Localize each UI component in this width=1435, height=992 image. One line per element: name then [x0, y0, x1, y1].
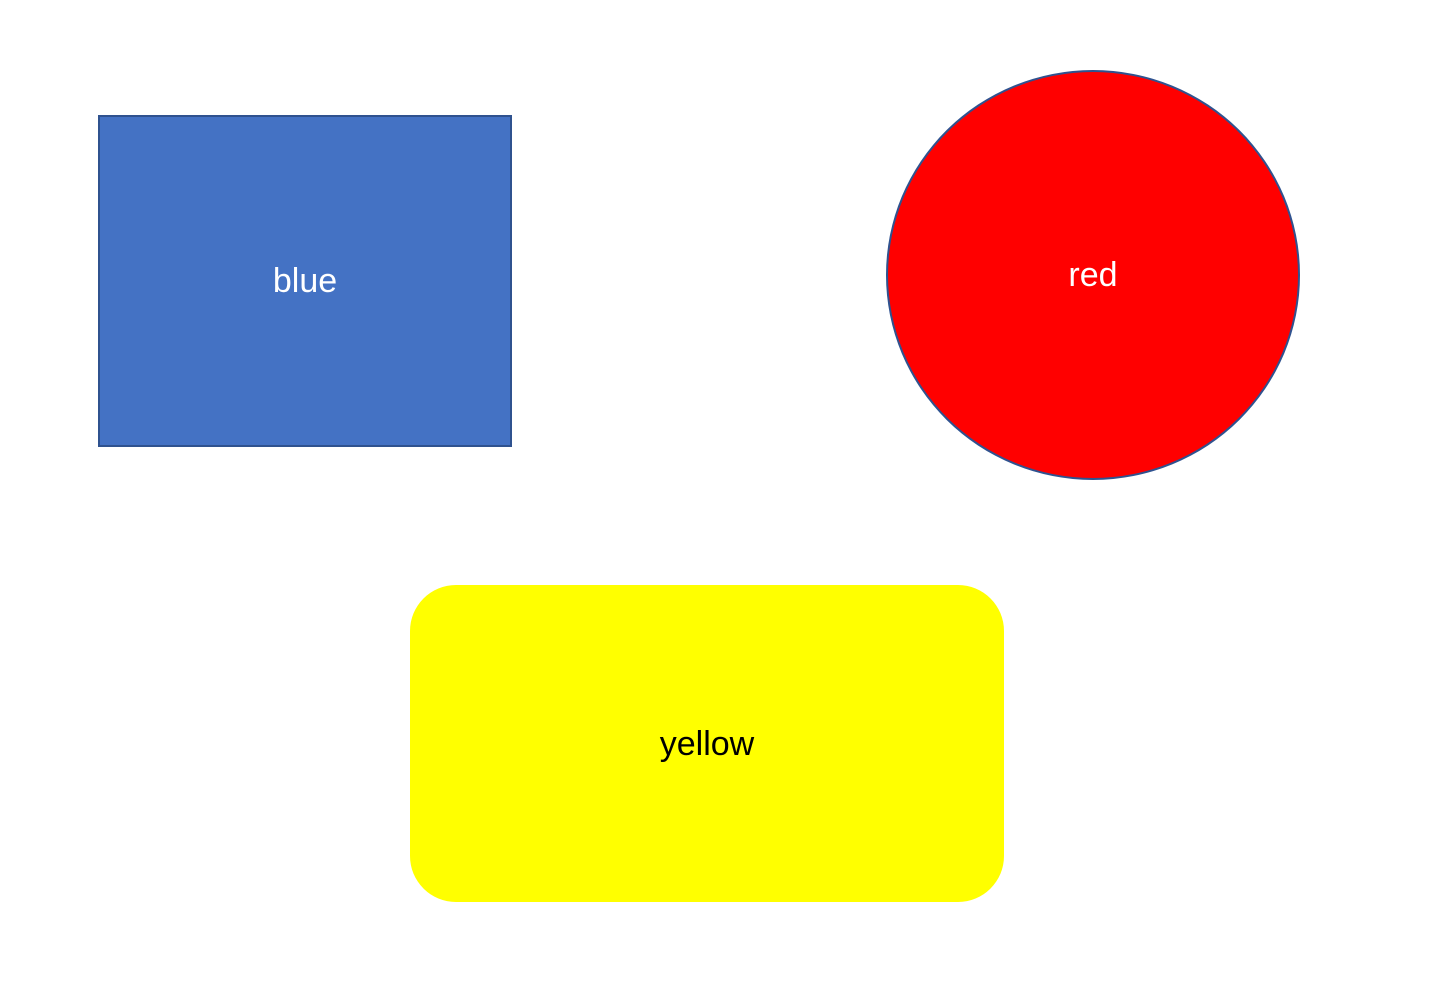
blue-rectangle[interactable]: blue — [98, 115, 512, 447]
yellow-rounded-rectangle[interactable]: yellow — [410, 585, 1004, 902]
red-circle[interactable]: red — [886, 70, 1300, 480]
blue-rectangle-label: blue — [272, 262, 338, 300]
red-circle-label: red — [1068, 256, 1118, 294]
yellow-rounded-rectangle-label: yellow — [659, 724, 755, 763]
